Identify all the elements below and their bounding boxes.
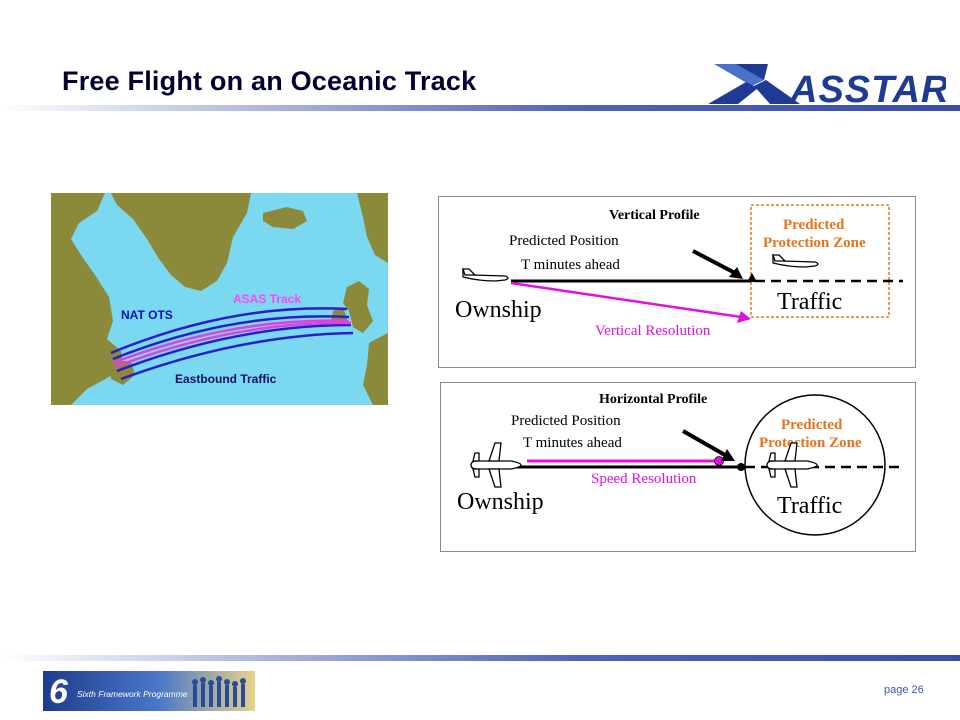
horizontal-pointer-arrow <box>682 429 726 457</box>
slide-title: Free Flight on an Oceanic Track <box>62 66 477 96</box>
traffic-top-aircraft-icon <box>766 442 818 488</box>
horizontal-zone-line2: Protection Zone <box>759 435 862 451</box>
fp6-logo: 6 Sixth Framework Programme <box>43 671 255 711</box>
ownship-top-aircraft-icon <box>470 442 522 488</box>
logo-wordmark: ASSTAR <box>789 69 946 108</box>
map-land-canada <box>51 193 123 405</box>
horizontal-predicted-line1: Predicted Position <box>511 413 621 429</box>
horizontal-ownship-label: Ownship <box>457 489 544 515</box>
nat-ots-tracks <box>110 307 354 381</box>
map-land-scandinavia <box>357 193 388 263</box>
asas-track <box>112 319 352 369</box>
vertical-profile-title: Vertical Profile <box>609 208 700 223</box>
map-land-europe <box>363 333 388 405</box>
horizontal-predicted-line2: T minutes ahead <box>523 435 622 451</box>
logo-x-mark <box>708 64 800 104</box>
map-land-greenland <box>111 193 251 291</box>
fp6-numeral: 6 <box>49 673 69 711</box>
horizontal-predicted-marker <box>737 463 745 471</box>
footer-rule <box>0 655 960 661</box>
vertical-pointer-arrow <box>692 249 736 275</box>
speed-resolution-label: Speed Resolution <box>591 471 697 487</box>
ownship-side-aircraft-icon <box>462 267 509 282</box>
page-number: page 26 <box>884 684 924 696</box>
horizontal-profile-diagram: Horizontal Profile Predicted Position T … <box>440 382 916 552</box>
fp6-programme-text: Sixth Framework Programme <box>77 689 188 699</box>
vertical-predicted-line1: Predicted Position <box>509 233 619 249</box>
traffic-side-aircraft-icon <box>772 253 819 268</box>
map-land-iceland <box>263 207 307 229</box>
vertical-pointer-arrowhead <box>729 267 743 279</box>
vertical-traffic-label: Traffic <box>777 289 842 315</box>
horizontal-pointer-arrowhead <box>721 449 735 461</box>
vertical-resolution-path <box>510 281 742 319</box>
vertical-profile-diagram: Vertical Profile Predicted Position T mi… <box>438 196 916 368</box>
vertical-resolution-label: Vertical Resolution <box>595 323 711 339</box>
map-label-eastbound: Eastbound Traffic <box>175 372 277 386</box>
horizontal-protection-zone <box>744 394 886 536</box>
horizontal-zone-line1: Predicted <box>781 417 843 433</box>
map-label-asas-track: ASAS Track <box>233 292 301 306</box>
header-rule <box>0 105 960 111</box>
asstar-logo: ASSTAR <box>708 64 946 108</box>
vertical-resolution-arrowhead <box>737 311 751 323</box>
north-atlantic-map: ASAS Track NAT OTS Eastbound Traffic <box>51 193 388 405</box>
horizontal-traffic-label: Traffic <box>777 493 842 519</box>
map-label-nat-ots: NAT OTS <box>121 308 173 322</box>
vertical-zone-line2: Protection Zone <box>763 235 866 251</box>
vertical-predicted-line2: T minutes ahead <box>521 257 620 273</box>
map-land-british-isles <box>343 281 373 333</box>
horizontal-profile-title: Horizontal Profile <box>599 392 707 407</box>
vertical-predicted-marker <box>747 273 757 282</box>
fp6-people-icon <box>192 676 246 707</box>
vertical-ownship-label: Ownship <box>455 297 542 323</box>
vertical-zone-line1: Predicted <box>783 217 845 233</box>
